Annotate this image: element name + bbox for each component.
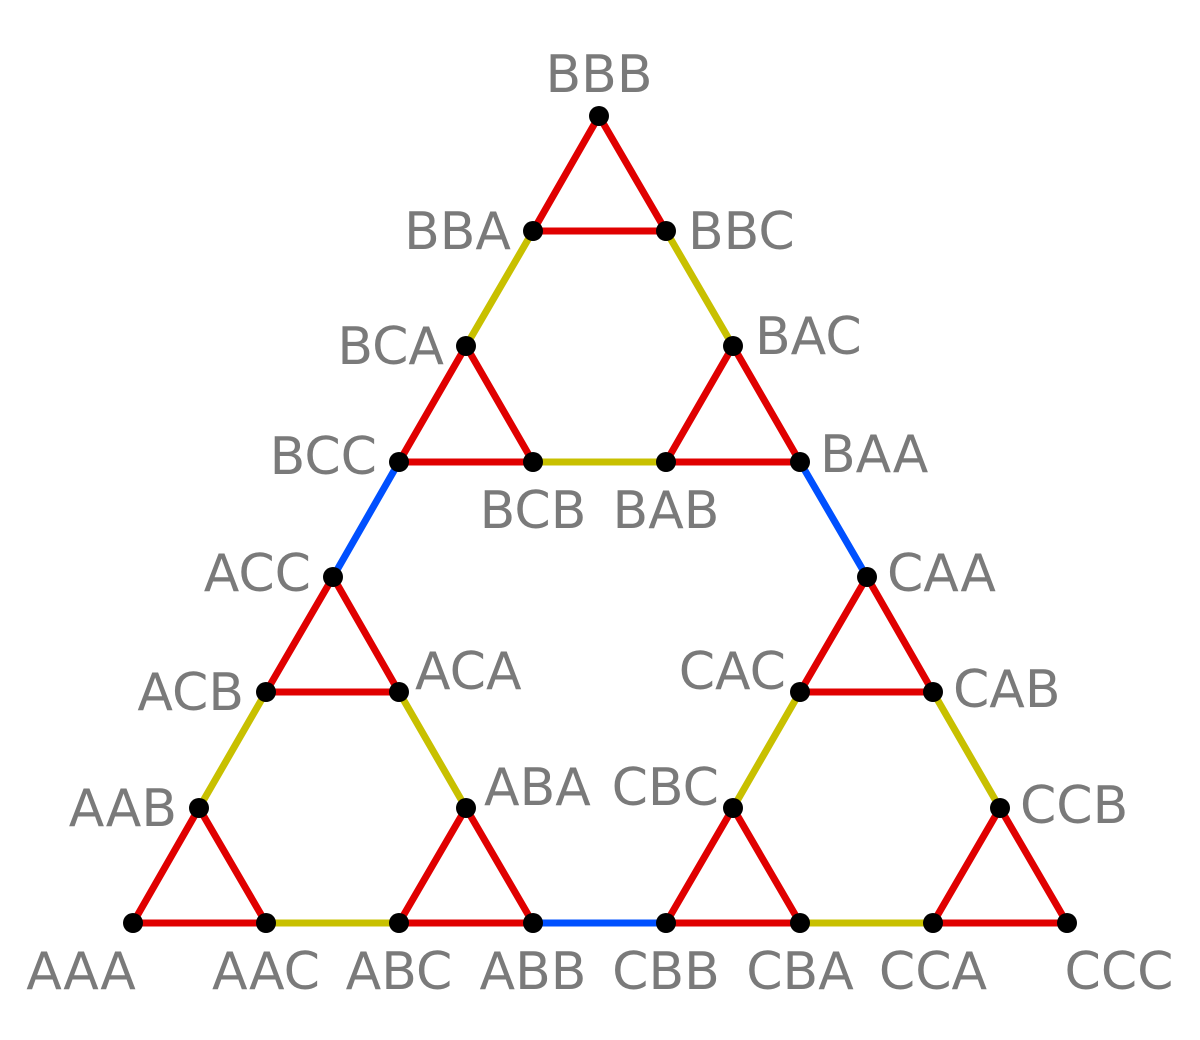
edge-aca-aba <box>395 688 470 812</box>
node-baa <box>790 452 810 472</box>
edge-bca-bcc <box>395 342 470 466</box>
node-bcc <box>389 452 409 472</box>
edge-aab-aaa <box>129 804 203 927</box>
node-label-aac: AAC <box>212 942 320 1002</box>
edges-layer <box>129 112 1071 927</box>
edge-bbb-bbc <box>595 112 670 235</box>
node-label-bac: BAC <box>755 307 862 367</box>
edge-caa-cac <box>796 573 871 696</box>
edge-aab-aac <box>195 804 270 927</box>
node-label-abc: ABC <box>346 942 453 1002</box>
node-cba <box>790 913 810 933</box>
edge-acc-aca <box>329 573 403 696</box>
node-bac <box>723 336 743 356</box>
node-acc <box>323 567 343 587</box>
node-label-cca: CCA <box>879 942 988 1002</box>
edge-bba-bca <box>462 227 537 350</box>
node-label-acb: ACB <box>137 663 244 723</box>
edge-baa-caa <box>796 458 871 581</box>
node-label-caa: CAA <box>887 544 996 604</box>
node-aab <box>189 798 209 818</box>
node-label-cac: CAC <box>679 642 786 702</box>
node-ccb <box>990 798 1010 818</box>
node-label-cbc: CBC <box>612 758 719 818</box>
edge-aba-abc <box>395 804 470 927</box>
node-label-bab: BAB <box>613 481 720 541</box>
node-label-cbb: CBB <box>612 942 720 1002</box>
node-label-aaa: AAA <box>26 942 136 1002</box>
node-bab <box>656 452 676 472</box>
node-label-bcb: BCB <box>480 481 587 541</box>
node-label-acc: ACC <box>204 544 311 604</box>
edge-bac-bab <box>662 342 737 466</box>
node-label-cba: CBA <box>746 942 854 1002</box>
node-aca <box>389 682 409 702</box>
node-label-baa: BAA <box>820 425 929 485</box>
node-label-aba: ABA <box>484 758 591 818</box>
node-label-abb: ABB <box>480 942 587 1002</box>
node-aaa <box>123 913 143 933</box>
node-cab <box>923 682 943 702</box>
edge-bbc-bac <box>662 227 737 350</box>
node-aba <box>456 798 476 818</box>
node-label-bca: BCA <box>337 317 444 377</box>
node-label-bba: BBA <box>404 202 511 262</box>
node-cbb <box>656 913 676 933</box>
edge-acb-aab <box>195 688 270 812</box>
labels-layer: BBB BBA BBC BCA BAC BCC BCB BAB BAA ACC CAA ACB ACA C… <box>26 45 1173 1002</box>
node-label-ccc: CCC <box>1065 942 1174 1002</box>
node-bbc <box>656 221 676 241</box>
node-abc <box>389 913 409 933</box>
edge-ccb-cca <box>929 804 1004 927</box>
node-label-bbc: BBC <box>688 202 795 262</box>
edge-acc-acb <box>262 573 337 696</box>
edge-aba-abb <box>462 804 537 927</box>
node-label-ccb: CCB <box>1020 776 1128 836</box>
edge-cab-ccb <box>929 688 1004 812</box>
nodes-layer <box>123 106 1077 933</box>
node-aac <box>256 913 276 933</box>
node-cca <box>923 913 943 933</box>
node-cbc <box>723 798 743 818</box>
node-ccc <box>1057 913 1077 933</box>
node-bba <box>523 221 543 241</box>
edge-bca-bcb <box>462 342 537 466</box>
node-bcb <box>523 452 543 472</box>
edge-bac-baa <box>729 342 804 466</box>
node-label-aca: ACA <box>415 642 522 702</box>
node-label-aab: AAB <box>69 779 177 839</box>
node-abb <box>523 913 543 933</box>
node-acb <box>256 682 276 702</box>
edge-bcc-acc <box>329 458 403 581</box>
edge-cbc-cba <box>729 804 804 927</box>
edge-cbc-cbb <box>662 804 737 927</box>
node-label-cab: CAB <box>953 660 1061 720</box>
node-caa <box>857 567 877 587</box>
node-bca <box>456 336 476 356</box>
edge-caa-cab <box>863 573 937 696</box>
node-cac <box>790 682 810 702</box>
node-label-bbb: BBB <box>545 45 652 105</box>
edge-ccb-ccc <box>996 804 1071 927</box>
node-bbb <box>589 106 609 126</box>
edge-bbb-bba <box>529 112 603 235</box>
edge-cac-cbc <box>729 688 804 812</box>
node-label-bcc: BCC <box>270 427 377 487</box>
